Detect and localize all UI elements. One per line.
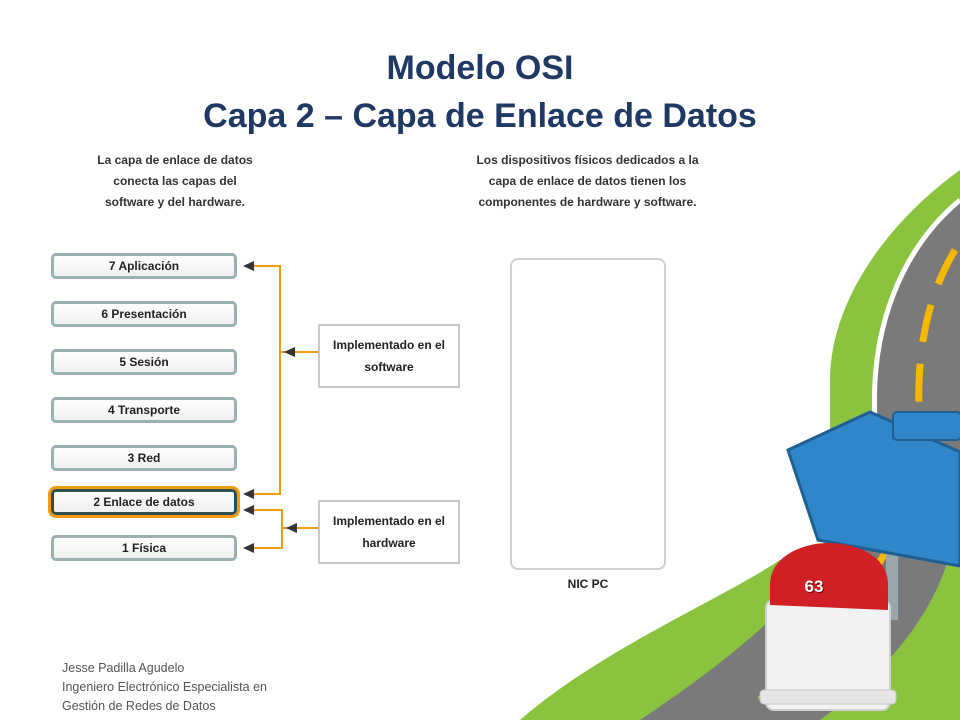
page-subtitle: Capa 2 – Capa de Enlace de Datos <box>203 97 757 135</box>
nic-label: NIC PC <box>567 577 609 591</box>
arrowheads <box>243 261 297 553</box>
milestone-top <box>770 543 888 610</box>
caption-left: La capa de enlace de datos conecta las c… <box>97 153 253 209</box>
layer-4-transport: 4 Transporte <box>51 397 237 423</box>
layer-7-application: 7 Aplicación <box>51 253 237 279</box>
page-number: 63 <box>804 577 824 596</box>
software-implementation-box: Implementado en el software <box>318 324 460 388</box>
hardware-bracket <box>245 509 318 549</box>
sign-tab <box>892 411 960 441</box>
milestone-foot <box>759 689 897 705</box>
layer-1-physical: 1 Física <box>51 535 237 561</box>
layer-6-presentation: 6 Presentación <box>51 301 237 327</box>
road-sign <box>786 410 960 568</box>
road-edge <box>871 198 960 421</box>
caption-right: Los dispositivos físicos dedicados a la … <box>476 153 699 209</box>
nic-photo-frame <box>510 258 666 570</box>
layer-2-data-link: 2 Enlace de datos <box>51 489 237 515</box>
hardware-implementation-box: Implementado en el hardware <box>318 500 460 564</box>
author-footer: Jesse Padilla Agudelo Ingeniero Electrón… <box>62 661 267 713</box>
layer-5-session: 5 Sesión <box>51 349 237 375</box>
page-title: Modelo OSI <box>386 49 574 87</box>
layer-3-network: 3 Red <box>51 445 237 471</box>
software-bracket <box>245 265 318 495</box>
